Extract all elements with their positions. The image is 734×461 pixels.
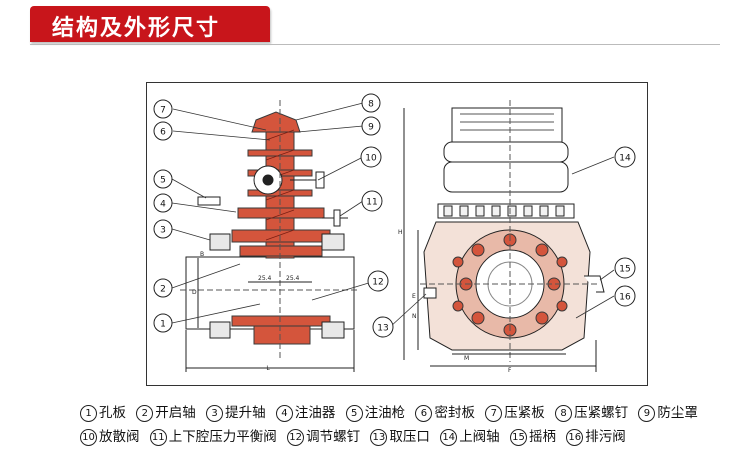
callout-3: 3: [153, 219, 173, 239]
svg-text:13: 13: [377, 324, 388, 334]
callout-14: 14: [614, 146, 636, 168]
dim-inner-b: 25.4: [286, 275, 300, 282]
dim-bore: D: [192, 289, 197, 296]
dim-height: H: [398, 229, 403, 236]
dim-base: M: [464, 355, 469, 362]
callout-12: 12: [367, 270, 389, 292]
callout-9: 9: [361, 116, 381, 136]
callout-8: 8: [361, 93, 381, 113]
dim-edge: B: [200, 251, 204, 258]
title-tab: 结构及外形尺寸: [30, 6, 270, 42]
dim-left-width: L: [266, 365, 270, 372]
svg-text:3: 3: [160, 226, 166, 236]
dim-side: N: [412, 313, 417, 320]
callout-10: 10: [360, 146, 382, 168]
svg-text:6: 6: [160, 128, 166, 138]
svg-text:15: 15: [619, 265, 630, 275]
callout-6: 6: [153, 121, 173, 141]
svg-text:12: 12: [372, 278, 383, 288]
callout-16: 16: [614, 285, 636, 307]
callout-4: 4: [153, 193, 173, 213]
callout-1: 1: [153, 313, 173, 333]
svg-text:1: 1: [160, 320, 166, 330]
svg-text:2: 2: [160, 285, 166, 295]
svg-text:9: 9: [368, 123, 374, 133]
section-title: 结构及外形尺寸: [52, 16, 221, 41]
svg-text:8: 8: [368, 100, 374, 110]
svg-text:11: 11: [366, 198, 377, 208]
callout-7: 7: [153, 99, 173, 119]
callout-13: 13: [372, 316, 394, 338]
dim-top: E: [412, 293, 416, 300]
callout-11: 11: [361, 190, 383, 212]
svg-text:16: 16: [619, 293, 631, 303]
flange-plate: [237, 207, 325, 219]
svg-text:14: 14: [619, 154, 631, 164]
header-divider: [30, 44, 720, 45]
svg-text:5: 5: [160, 176, 166, 186]
dim-overall: F: [508, 367, 512, 374]
callout-15: 15: [614, 257, 636, 279]
callout-5: 5: [153, 169, 173, 189]
svg-text:10: 10: [365, 154, 377, 164]
section-header: 结构及外形尺寸: [0, 0, 734, 46]
dim-inner-a: 25.4: [258, 275, 272, 282]
svg-text:7: 7: [160, 106, 166, 116]
callout-2: 2: [153, 278, 173, 298]
svg-text:4: 4: [160, 200, 166, 210]
bottom-plate: [231, 315, 331, 327]
stem-cap: [251, 111, 301, 133]
right-top-cover: [451, 107, 563, 143]
